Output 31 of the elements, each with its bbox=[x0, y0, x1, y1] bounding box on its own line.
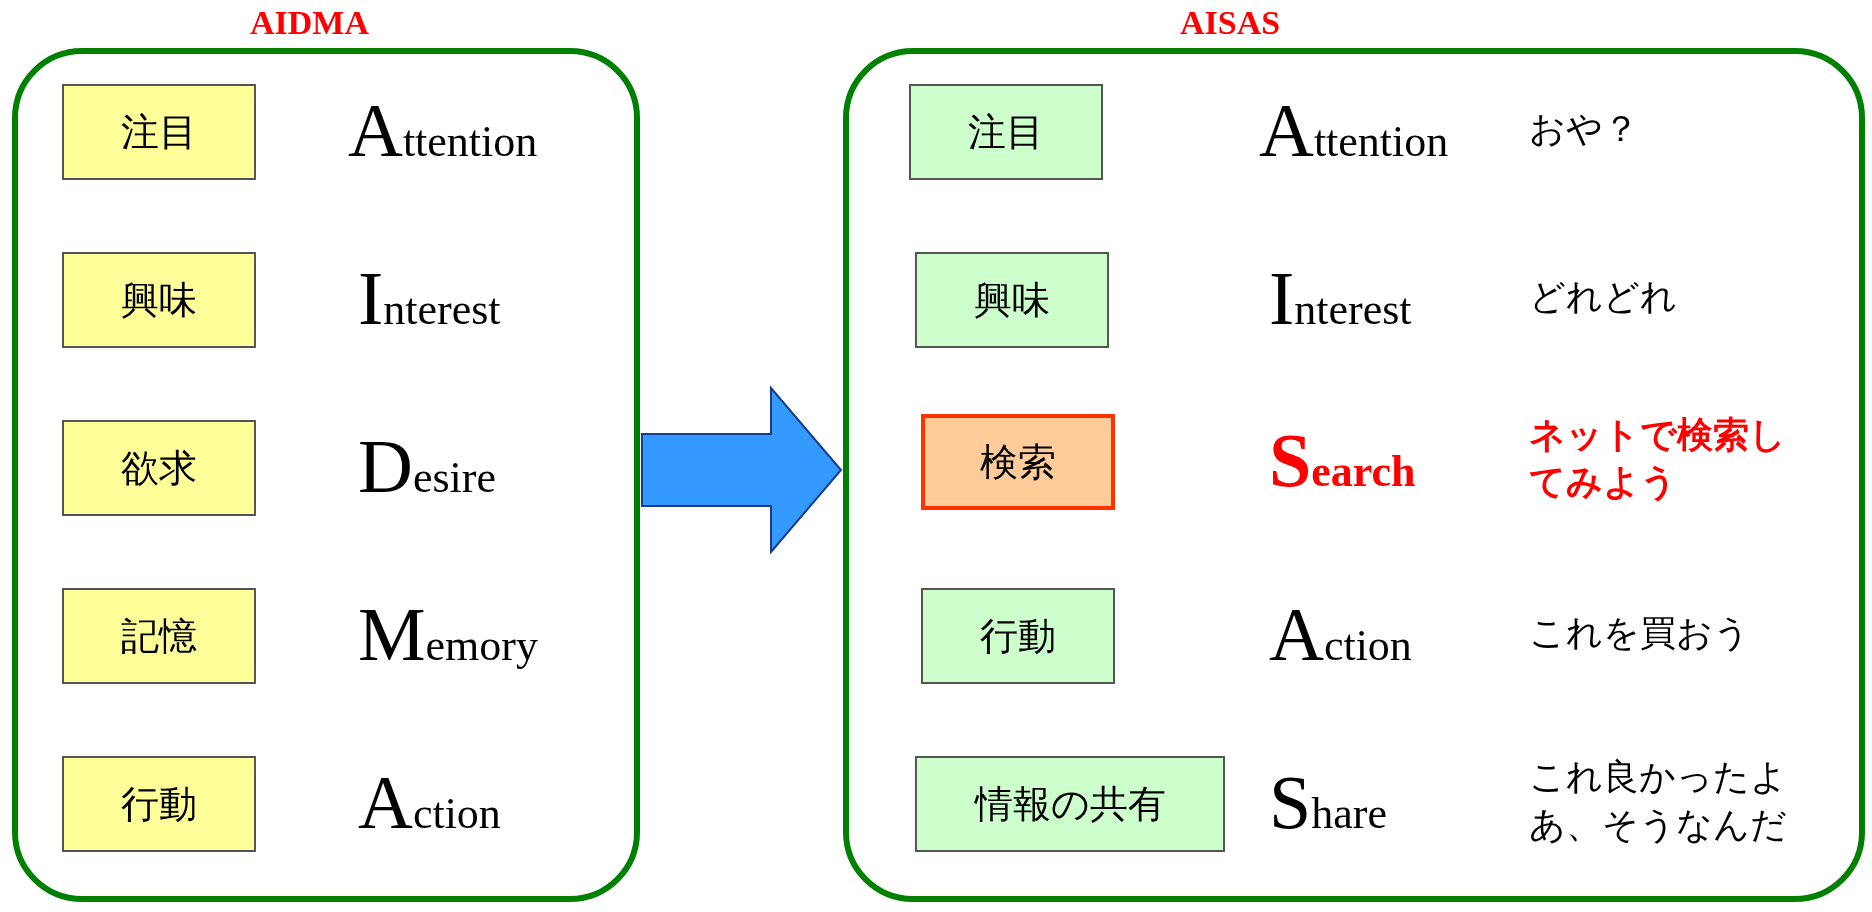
stage-word: Action bbox=[1269, 596, 1412, 672]
stage-word: Share bbox=[1269, 764, 1387, 840]
rounded-panel bbox=[843, 48, 1865, 902]
stage-word: Attention bbox=[1259, 92, 1449, 168]
stage-word: Interest bbox=[358, 260, 501, 336]
stage-box: 検索 bbox=[921, 414, 1115, 510]
reaction-text: おや？ bbox=[1529, 107, 1639, 151]
reaction-text: これを買おう bbox=[1529, 611, 1750, 655]
stage-box: 欲求 bbox=[62, 420, 256, 516]
stage-box: 注目 bbox=[909, 84, 1103, 180]
reaction-text: あ、そうなんだ bbox=[1529, 803, 1787, 847]
reaction-text: どれどれ bbox=[1529, 275, 1677, 319]
reaction-text: これ良かったよ bbox=[1529, 755, 1787, 799]
rounded-panel bbox=[12, 48, 640, 902]
reaction-text: ネットで検索してみよう bbox=[1529, 413, 1787, 504]
stage-word: Search bbox=[1269, 422, 1416, 498]
stage-box: 興味 bbox=[62, 252, 256, 348]
block-arrow bbox=[641, 385, 843, 555]
stage-box: 行動 bbox=[62, 756, 256, 852]
stage-word: Attention bbox=[348, 92, 538, 168]
stage-word: Interest bbox=[1269, 260, 1412, 336]
group-heading: AIDMA bbox=[250, 4, 369, 42]
stage-box: 興味 bbox=[915, 252, 1109, 348]
stage-word: Desire bbox=[358, 428, 496, 504]
stage-word: Action bbox=[358, 764, 501, 840]
stage-box: 情報の共有 bbox=[915, 756, 1225, 852]
stage-box: 注目 bbox=[62, 84, 256, 180]
group-heading: AISAS bbox=[1180, 4, 1281, 42]
stage-word: Memory bbox=[358, 596, 538, 672]
stage-box: 記憶 bbox=[62, 588, 256, 684]
stage-box: 行動 bbox=[921, 588, 1115, 684]
